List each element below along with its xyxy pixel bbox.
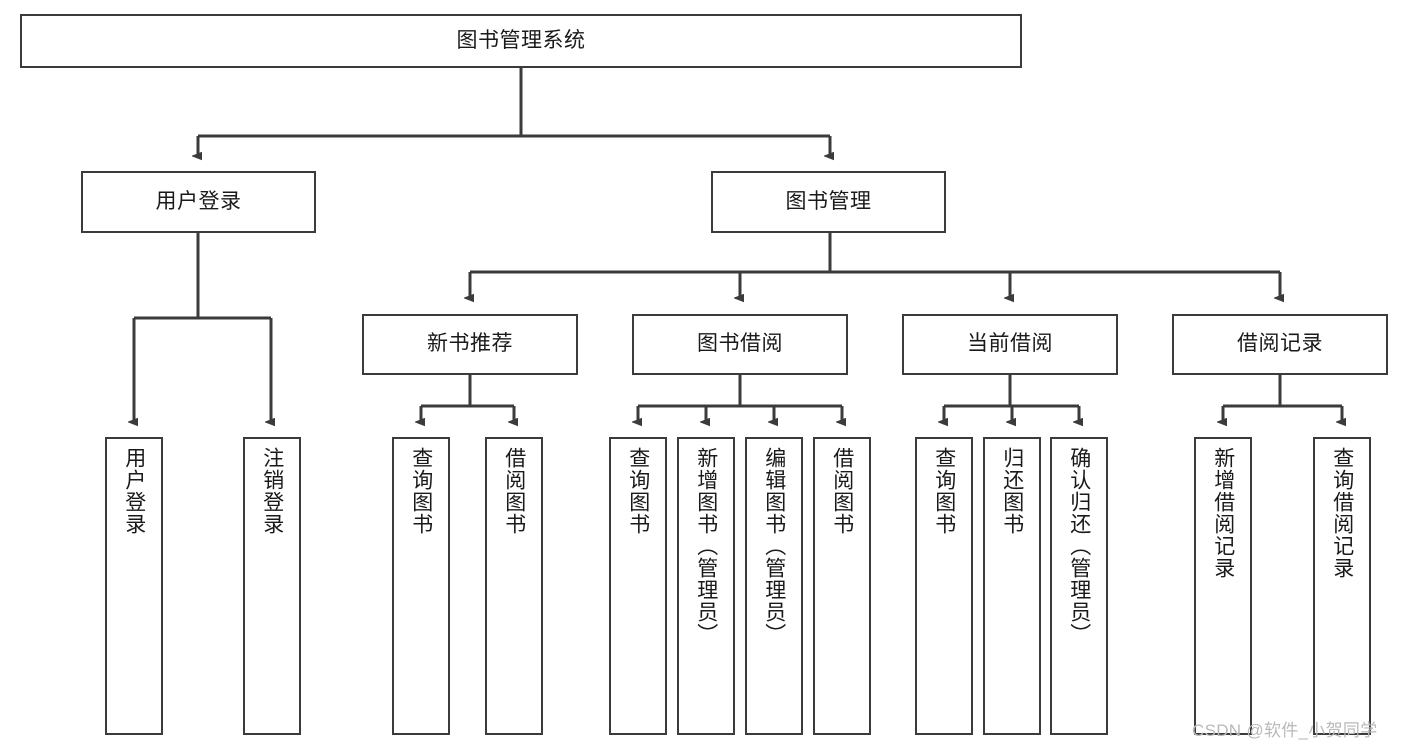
node-current-borrow[interactable]: 当前借阅 xyxy=(902,314,1118,375)
node-label: 归还图书 xyxy=(1000,447,1024,535)
leaf-user-login-signin[interactable]: 用户登录 xyxy=(105,437,163,735)
node-label: 查询图书 xyxy=(932,447,956,535)
node-new-book-recommend[interactable]: 新书推荐 xyxy=(362,314,578,375)
node-user-login[interactable]: 用户登录 xyxy=(81,171,316,233)
leaf-current-borrow-return-books[interactable]: 归还图书 xyxy=(983,437,1041,735)
leaf-user-login-signout[interactable]: 注销登录 xyxy=(243,437,301,735)
node-book-management[interactable]: 图书管理 xyxy=(711,171,946,233)
node-borrow-record[interactable]: 借阅记录 xyxy=(1172,314,1388,375)
node-label: 用户登录 xyxy=(122,447,146,535)
leaf-book-borrow-edit-book-admin[interactable]: 编辑图书（管理员） xyxy=(745,437,803,735)
leaf-book-borrow-query-books[interactable]: 查询图书 xyxy=(609,437,667,735)
node-label: 确认归还（管理员） xyxy=(1067,447,1091,645)
node-label: 图书借阅 xyxy=(697,332,783,356)
node-label: 新增借阅记录 xyxy=(1211,447,1235,579)
node-label: 图书管理 xyxy=(785,189,872,213)
leaf-current-borrow-confirm-return-admin[interactable]: 确认归还（管理员） xyxy=(1050,437,1108,735)
node-label: 查询图书 xyxy=(409,447,433,535)
leaf-borrow-record-query-record[interactable]: 查询借阅记录 xyxy=(1313,437,1371,735)
node-root-library-system[interactable]: 图书管理系统 xyxy=(20,14,1022,68)
node-label: 用户登录 xyxy=(155,189,242,213)
leaf-current-borrow-query-books[interactable]: 查询图书 xyxy=(915,437,973,735)
leaf-book-borrow-borrow-books[interactable]: 借阅图书 xyxy=(813,437,871,735)
leaf-new-book-query-books[interactable]: 查询图书 xyxy=(392,437,450,735)
node-label: 借阅图书 xyxy=(502,447,526,535)
node-label: 查询借阅记录 xyxy=(1330,447,1354,579)
node-label: 编辑图书（管理员） xyxy=(762,447,786,645)
node-label: 图书管理系统 xyxy=(456,28,586,52)
leaf-new-book-borrow-books[interactable]: 借阅图书 xyxy=(485,437,543,735)
csdn-watermark: CSDN @软件_小贺同学 xyxy=(1192,721,1378,740)
leaf-book-borrow-add-book-admin[interactable]: 新增图书（管理员） xyxy=(677,437,735,735)
node-label: 借阅图书 xyxy=(830,447,854,535)
node-label: 新增图书（管理员） xyxy=(694,447,718,645)
node-label: 注销登录 xyxy=(260,447,284,535)
node-book-borrow[interactable]: 图书借阅 xyxy=(632,314,848,375)
leaf-borrow-record-add-record[interactable]: 新增借阅记录 xyxy=(1194,437,1252,735)
node-label: 借阅记录 xyxy=(1237,332,1323,356)
node-label: 新书推荐 xyxy=(427,332,513,356)
node-label: 当前借阅 xyxy=(967,332,1053,356)
node-label: 查询图书 xyxy=(626,447,650,535)
